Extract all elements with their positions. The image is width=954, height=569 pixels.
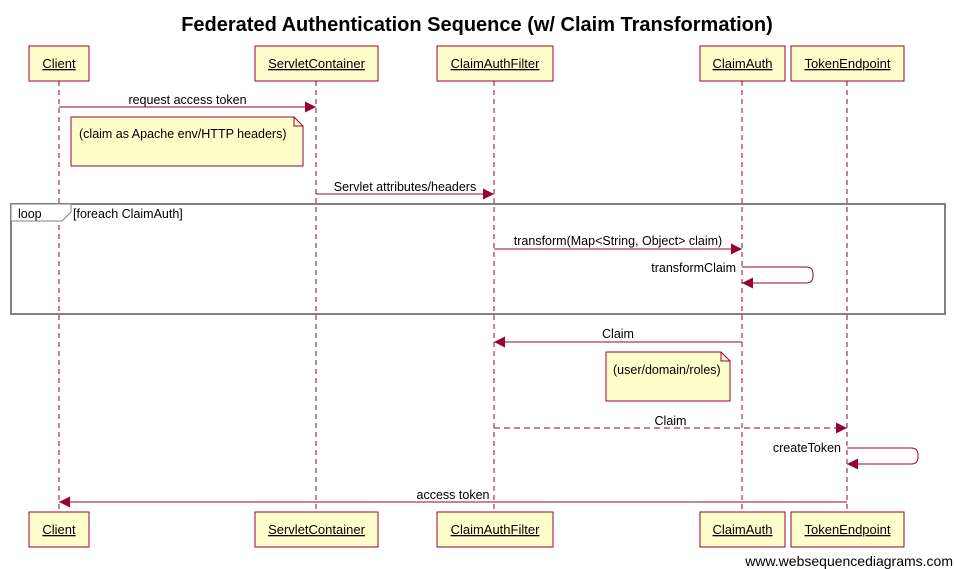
message-access-token: access token: [59, 488, 847, 508]
message-label: createToken: [773, 441, 841, 455]
note-claim-headers: (claim as Apache env/HTTP headers): [70, 116, 304, 167]
participant-label: ClaimAuth: [713, 56, 773, 71]
note-text: (user/domain/roles): [613, 363, 721, 377]
participant-label: TokenEndpoint: [804, 56, 890, 71]
participant-servlet-container-bottom: ServletContainer: [254, 511, 379, 548]
message-transform: transform(Map<String, Object> claim): [494, 234, 742, 255]
watermark: www.websequencediagrams.com: [744, 553, 953, 569]
participant-token-endpoint-bottom: TokenEndpoint: [790, 511, 905, 548]
participant-claim-auth-top: ClaimAuth: [699, 45, 786, 82]
participant-label: ClaimAuthFilter: [451, 522, 541, 537]
diagram-title: Federated Authentication Sequence (w/ Cl…: [181, 14, 773, 36]
message-create-token: createToken: [773, 441, 919, 470]
note-text: (claim as Apache env/HTTP headers): [79, 127, 287, 141]
participant-claim-auth-bottom: ClaimAuth: [699, 511, 786, 548]
loop-keyword: loop: [18, 207, 42, 221]
participant-client-top: Client: [28, 45, 90, 82]
participant-client-bottom: Client: [28, 511, 90, 548]
message-claim-to-token-endpoint: Claim: [494, 414, 847, 434]
participant-claim-auth-filter-bottom: ClaimAuthFilter: [436, 511, 554, 548]
participant-token-endpoint-top: TokenEndpoint: [790, 45, 905, 82]
loop-frame: loop [foreach ClaimAuth]: [10, 203, 946, 315]
participant-label: ClaimAuth: [713, 522, 773, 537]
message-label: transform(Map<String, Object> claim): [514, 234, 722, 248]
participant-label: TokenEndpoint: [804, 522, 890, 537]
participant-label: ClaimAuthFilter: [451, 56, 541, 71]
message-label: Claim: [602, 327, 634, 341]
message-transform-claim: transformClaim: [651, 261, 814, 289]
message-label: transformClaim: [651, 261, 736, 275]
message-label: Servlet attributes/headers: [334, 180, 476, 194]
participant-servlet-container-top: ServletContainer: [254, 45, 379, 82]
participant-label: ServletContainer: [268, 56, 365, 71]
message-label: request access token: [128, 93, 246, 107]
participant-claim-auth-filter-top: ClaimAuthFilter: [436, 45, 554, 82]
participant-label: ServletContainer: [268, 522, 365, 537]
participant-label: Client: [42, 522, 76, 537]
message-label: access token: [417, 488, 490, 502]
message-request-access-token: request access token: [59, 93, 316, 113]
note-user-domain-roles: (user/domain/roles): [605, 351, 731, 402]
message-claim-return: Claim: [494, 327, 742, 348]
participant-label: Client: [42, 56, 76, 71]
loop-condition: [foreach ClaimAuth]: [73, 207, 183, 221]
message-servlet-attributes: Servlet attributes/headers: [316, 180, 494, 200]
message-label: Claim: [655, 414, 687, 428]
